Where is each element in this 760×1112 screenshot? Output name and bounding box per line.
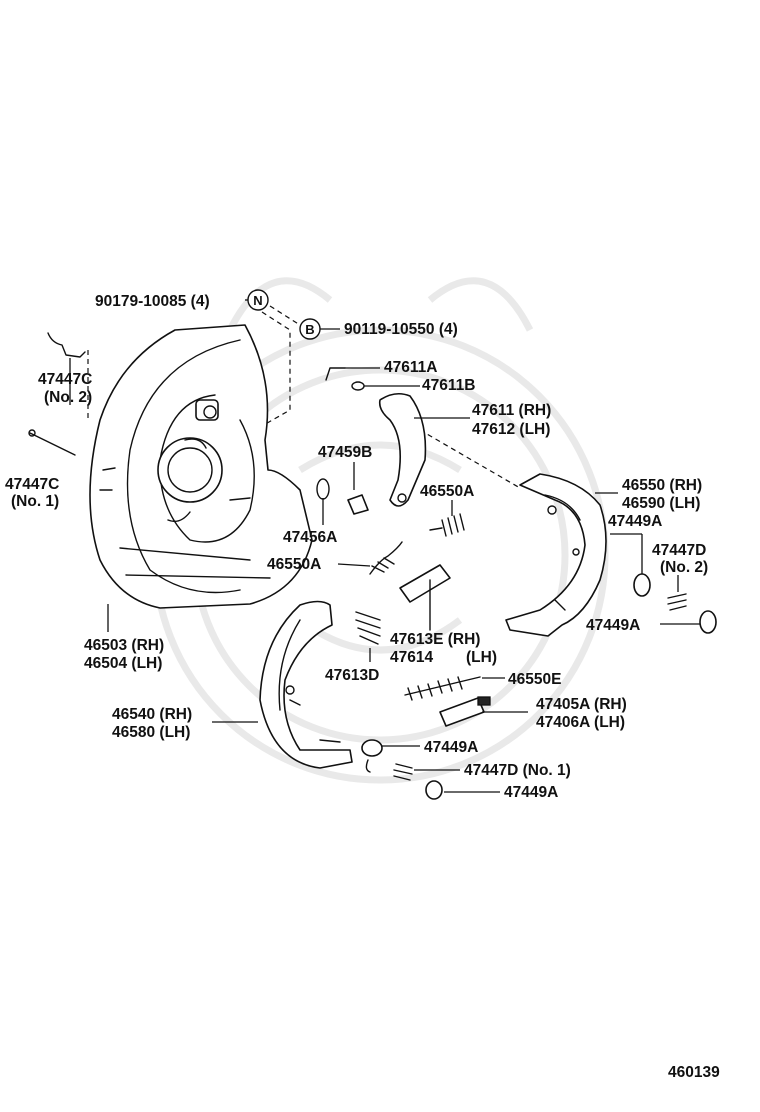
- label-47447d-no2: 47447D: [652, 542, 706, 559]
- label-47611a: 47611A: [384, 359, 437, 376]
- label-47405a-rh: 47405A (RH): [536, 696, 627, 713]
- label-46590-lh: 46590 (LH): [622, 495, 700, 512]
- label-90179-10085: 90179-10085 (4): [95, 293, 210, 310]
- label-46550a-upper: 46550A: [420, 483, 474, 500]
- label-46540-rh: 46540 (RH): [112, 706, 192, 723]
- label-47611-rh: 47611 (RH): [472, 402, 551, 419]
- leader-lines: [69, 328, 642, 632]
- strut-drawing: [399, 564, 451, 631]
- label-90119-10550: 90119-10550 (4): [344, 321, 458, 338]
- label-47447c-b: 47447C: [5, 476, 59, 493]
- label-no2-a: (No. 2): [44, 389, 92, 406]
- label-46550a-lower: 46550A: [267, 556, 321, 573]
- symbol-b-text: B: [305, 322, 314, 337]
- parking-lever-drawing: [378, 392, 470, 507]
- label-47611b: 47611B: [422, 377, 475, 394]
- clip-47611a-drawing: [325, 367, 380, 381]
- pin-no2-drawing: [47, 332, 86, 372]
- spring-46550a-lower-drawing: [337, 541, 403, 575]
- label-47449a-top: 47449A: [608, 513, 662, 530]
- spring-47613d-drawing: [355, 611, 381, 662]
- washer-47611b-drawing: [351, 381, 420, 391]
- label-47406a-lh: 47406A (LH): [536, 714, 625, 731]
- symbol-n-text: N: [253, 293, 262, 308]
- callout-labels: 90179-10085 (4) 90119-10550 (4) 47611A 4…: [5, 293, 720, 1081]
- label-46504-lh: 46504 (LH): [84, 655, 162, 672]
- brake-shoe-left-drawing: [212, 600, 353, 769]
- pin-no1-drawing: [28, 429, 76, 456]
- label-47449a-mid: 47449A: [424, 739, 478, 756]
- adjuster-screw-drawing: [439, 696, 528, 727]
- label-no2-d: (No. 2): [660, 559, 708, 576]
- label-47449a-right: 47449A: [586, 617, 640, 634]
- label-47613e-rh: 47613E (RH): [390, 631, 480, 648]
- hold-down-left-drawing: [361, 739, 500, 800]
- label-46550e: 46550E: [508, 671, 561, 688]
- label-46580-lh: 46580 (LH): [112, 724, 190, 741]
- backing-plate-drawing: [89, 324, 313, 609]
- label-47613d: 47613D: [325, 667, 379, 684]
- pin-47459b-drawing: [316, 462, 369, 525]
- diagram-id: 460139: [668, 1064, 720, 1081]
- label-47447c-a: 47447C: [38, 371, 92, 388]
- label-47614: 47614: [390, 649, 433, 666]
- symbol-b-marker: B: [299, 318, 321, 340]
- label-46550-rh: 46550 (RH): [622, 477, 702, 494]
- label-47456a: 47456A: [283, 529, 337, 546]
- label-47612-lh: 47612 (LH): [472, 421, 550, 438]
- label-47614-lh: (LH): [466, 649, 497, 666]
- adjuster-spring-drawing: [404, 676, 505, 701]
- hold-down-right-drawing: [633, 534, 717, 634]
- label-no1-b: (No. 1): [11, 493, 59, 510]
- spring-46550a-upper-drawing: [429, 500, 465, 537]
- symbol-n-marker: N: [247, 289, 269, 311]
- label-47449a-bottom: 47449A: [504, 784, 558, 801]
- label-47459b: 47459B: [318, 444, 372, 461]
- brake-shoe-right-drawing: [505, 473, 618, 637]
- label-46503-rh: 46503 (RH): [84, 637, 164, 654]
- label-47447d-no1: 47447D (No. 1): [464, 762, 571, 779]
